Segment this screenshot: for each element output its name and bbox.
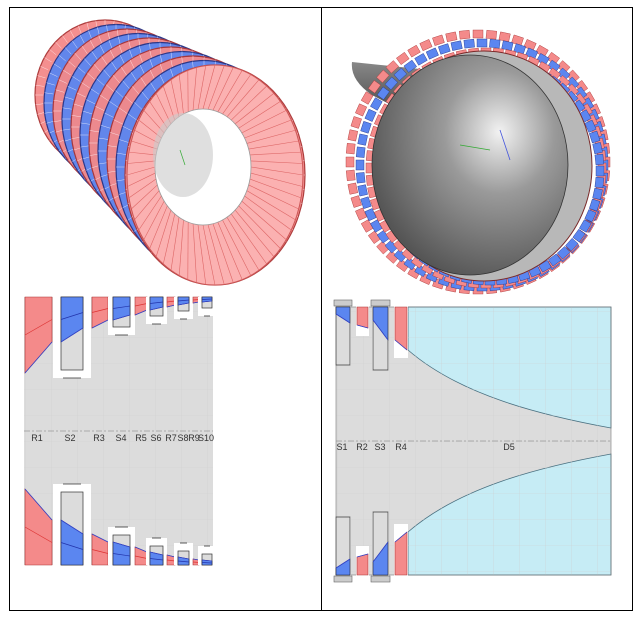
- row-label: S3: [374, 442, 385, 452]
- row-label: S4: [115, 433, 126, 443]
- rotor-blade: [356, 553, 369, 576]
- row-label: R4: [395, 442, 407, 452]
- row-label: S6: [150, 433, 161, 443]
- compressor-3d-render: [34, 19, 306, 286]
- row-label: S8: [177, 433, 188, 443]
- row-label: S1: [336, 442, 347, 452]
- row-label: R3: [93, 433, 105, 443]
- row-label: R1: [31, 433, 43, 443]
- row-label: R7: [165, 433, 177, 443]
- row-label: S10: [198, 433, 214, 443]
- row-label: S2: [64, 433, 75, 443]
- turbine-3d-render: [345, 29, 611, 295]
- spinner-hub: [371, 54, 569, 276]
- rotor-blade: [356, 306, 369, 329]
- row-label: R2: [356, 442, 368, 452]
- row-label: D5: [503, 442, 515, 452]
- turbine-meridional-view: S1 R2 S3 R4 D5: [333, 299, 612, 583]
- row-label: R9: [188, 433, 200, 443]
- row-label: R5: [135, 433, 147, 443]
